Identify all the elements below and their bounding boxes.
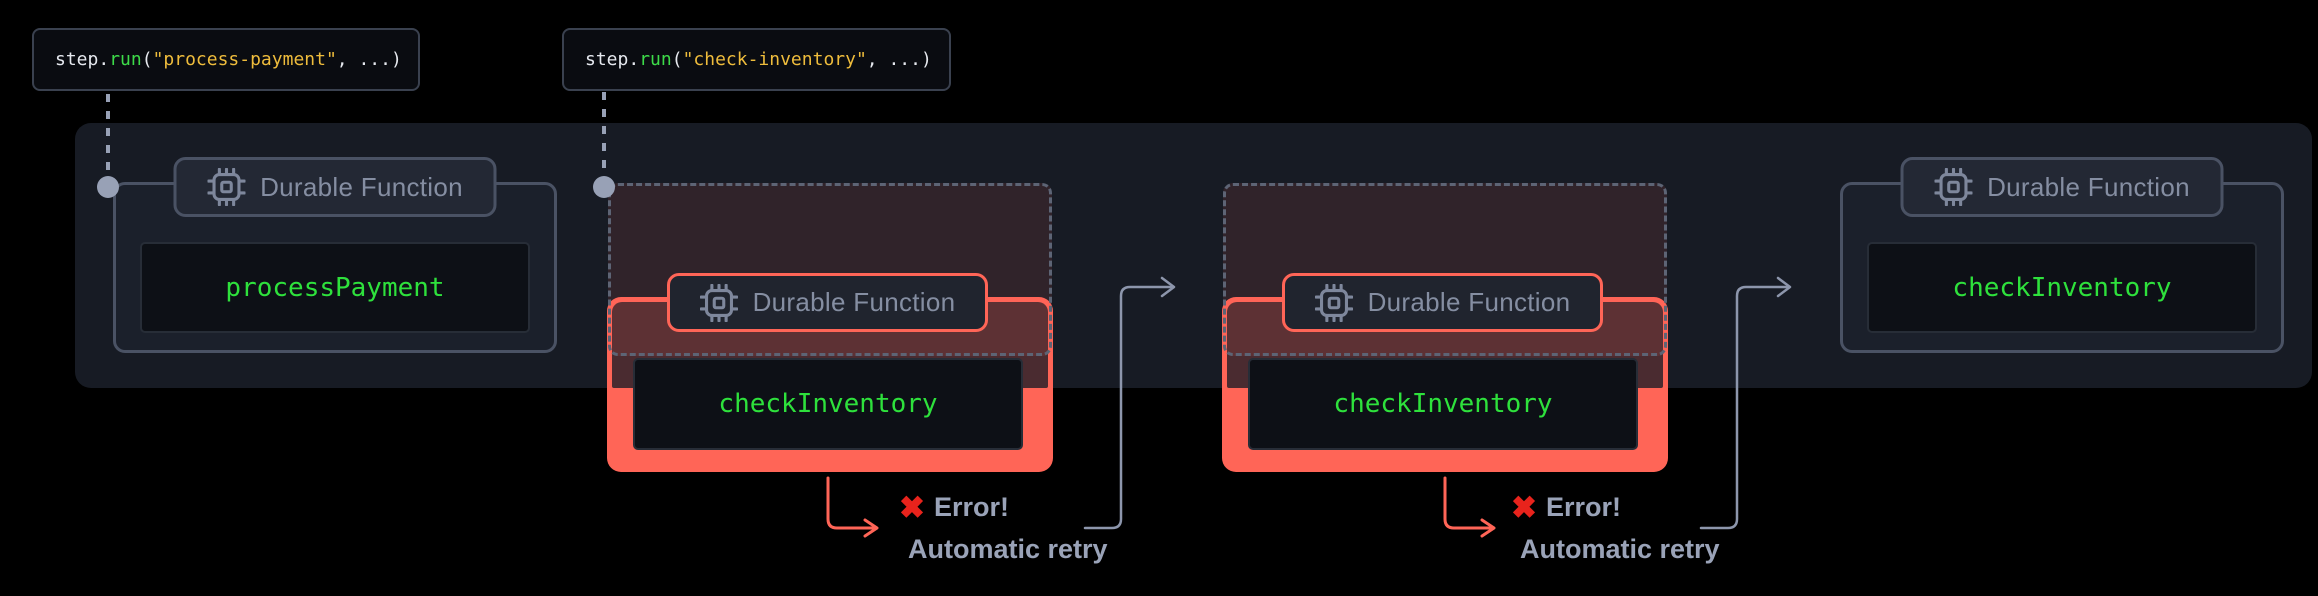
error-x-icon: ✖ bbox=[1511, 490, 1537, 525]
function-name: checkInventory bbox=[1333, 389, 1553, 419]
function-name-box: checkInventory bbox=[633, 358, 1023, 450]
function-name: checkInventory bbox=[718, 389, 938, 419]
durable-function-badge: Durable Function bbox=[173, 157, 497, 217]
failed-attempt-group-1: Durable Function checkInventory bbox=[607, 183, 1053, 472]
function-name: checkInventory bbox=[1952, 272, 2172, 303]
code-token-run: run bbox=[109, 49, 142, 70]
error-arrow-1 bbox=[826, 476, 879, 538]
code-token-string: "check-inventory" bbox=[682, 49, 867, 70]
failed-attempt-group-2: Durable Function checkInventory bbox=[1222, 183, 1668, 472]
code-token: ( bbox=[141, 49, 153, 70]
chip-icon bbox=[1314, 283, 1353, 322]
error-x-icon: ✖ bbox=[899, 490, 925, 525]
durable-function-group-process-payment: Durable Function processPayment bbox=[113, 157, 557, 353]
code-token: . bbox=[98, 49, 110, 70]
badge-label: Durable Function bbox=[260, 171, 463, 202]
code-token: , ...) bbox=[866, 49, 932, 70]
automatic-retry-label-1: Automatic retry bbox=[908, 534, 1108, 564]
chip-icon bbox=[699, 283, 738, 322]
code-token: step bbox=[55, 49, 99, 70]
function-name-box: checkInventory bbox=[1867, 242, 2257, 333]
code-token-run: run bbox=[639, 49, 672, 70]
function-name-box: checkInventory bbox=[1248, 358, 1638, 450]
chip-icon bbox=[207, 168, 246, 206]
error-arrow-2 bbox=[1443, 476, 1496, 538]
function-name: processPayment bbox=[225, 272, 445, 303]
badge-label: Durable Function bbox=[1987, 171, 2190, 202]
error-label: Error! bbox=[1545, 492, 1621, 522]
error-annotation-2: ✖ Error! bbox=[1511, 492, 1621, 523]
durable-function-badge-error: Durable Function bbox=[1282, 273, 1603, 332]
automatic-retry-label-2: Automatic retry bbox=[1520, 534, 1720, 564]
code-label-check-inventory: step.run("check-inventory", ...) bbox=[562, 28, 951, 91]
code-label-process-payment: step.run("process-payment", ...) bbox=[32, 28, 420, 91]
durable-function-group-check-inventory: Durable Function checkInventory bbox=[1840, 157, 2284, 353]
function-name-box: processPayment bbox=[140, 242, 530, 333]
badge-label: Durable Function bbox=[752, 287, 956, 317]
code-token: . bbox=[628, 49, 640, 70]
durable-function-badge-error: Durable Function bbox=[667, 273, 988, 332]
code-token: , ...) bbox=[336, 49, 402, 70]
error-annotation-1: ✖ Error! bbox=[899, 492, 1009, 523]
chip-icon bbox=[1934, 168, 1973, 206]
code-token: step bbox=[585, 49, 629, 70]
error-label: Error! bbox=[933, 492, 1009, 522]
badge-label: Durable Function bbox=[1367, 287, 1571, 317]
durable-function-badge: Durable Function bbox=[1900, 157, 2224, 217]
code-token-string: "process-payment" bbox=[152, 49, 337, 70]
code-token: ( bbox=[671, 49, 683, 70]
